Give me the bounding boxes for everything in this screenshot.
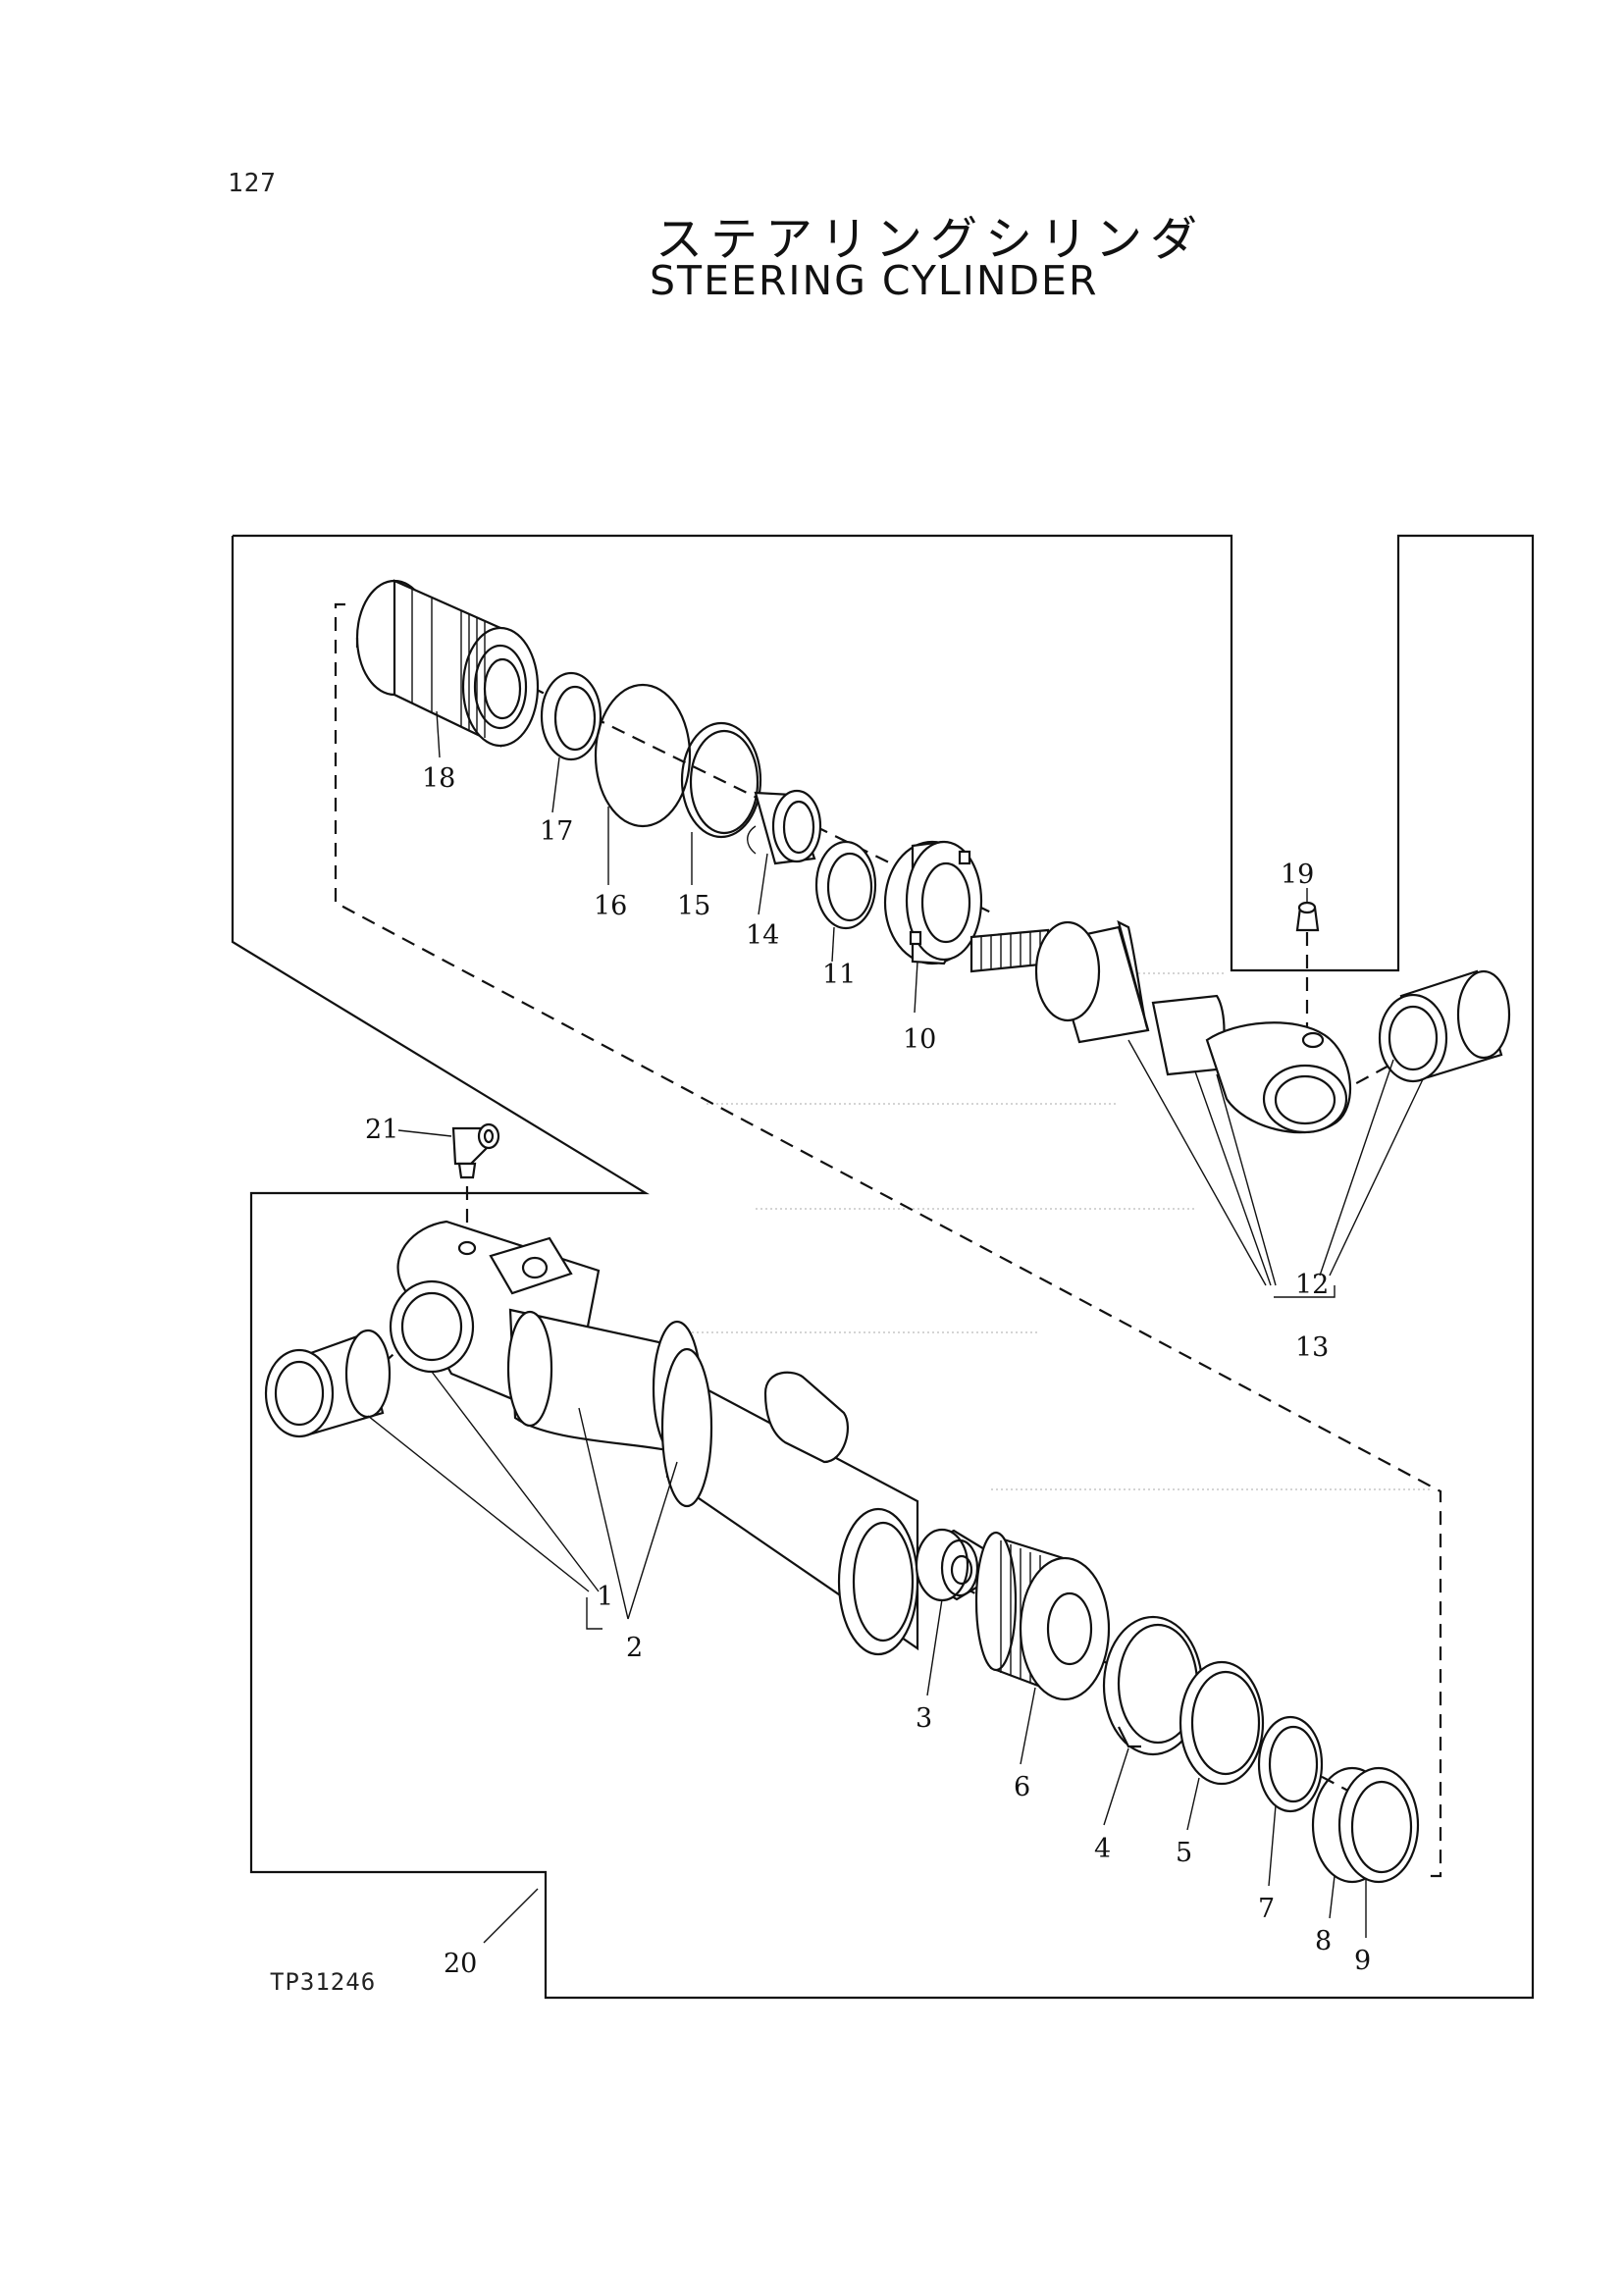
leader-1 [367,1371,600,1592]
backup-ring-15 [680,721,762,839]
title-japanese: ステアリングシリンダ [655,212,1206,267]
callout-19: 19 [1281,860,1314,890]
callout-1: 1 [597,1582,613,1612]
leader-7 [1268,1804,1277,1887]
piston-seal-5 [1179,1660,1265,1786]
bushing-14 [747,789,822,865]
bracket-12-13 [1274,1285,1336,1298]
seal-kit-dashed-bracket [334,602,1442,1878]
grease-fitting-21 [451,1122,500,1179]
drawing-code: TP31246 [270,1968,377,1996]
callout-13: 13 [1295,1332,1329,1363]
callout-14: 14 [746,920,779,951]
callout-20: 20 [444,1949,477,1979]
page-number: 127 [228,169,277,198]
callout-15: 15 [677,891,710,921]
callout-6: 6 [1014,1772,1030,1802]
cylinder-head [355,579,540,748]
leader-10 [914,961,918,1014]
leader-8 [1329,1875,1336,1919]
leader-14 [758,853,768,915]
leader-20 [483,1888,539,1944]
kit-boundary-outline [231,534,1535,2000]
cylinder-tube-2 [389,1220,919,1656]
scan-artifacts [687,972,1433,1490]
leader-18 [436,710,441,758]
title-english: STEERING CYLINDER [650,257,1099,304]
callout-10: 10 [903,1024,936,1055]
callout-11: 11 [822,960,856,990]
leader-21 [397,1129,452,1137]
callout-5: 5 [1176,1838,1192,1868]
leader-5 [1186,1777,1200,1831]
leader-13 [1127,1039,1277,1286]
wiper-ring-9 [1337,1766,1420,1884]
leader-12 [1319,1059,1424,1277]
callout-21: 21 [365,1115,398,1145]
bracket-1 [586,1597,602,1630]
callout-3: 3 [916,1703,932,1734]
callout-16: 16 [594,891,627,921]
piston-6 [974,1531,1111,1701]
callout-9: 9 [1354,1946,1371,1976]
rod-bushing-12 [1378,969,1511,1083]
callout-4: 4 [1094,1834,1111,1864]
callout-17: 17 [540,816,573,847]
leader-17 [551,756,560,813]
o-ring-16 [594,683,692,828]
leader-6 [1020,1687,1036,1765]
piston-rod-13 [969,919,1352,1134]
callout-7: 7 [1258,1894,1275,1924]
callout-2: 2 [626,1633,643,1663]
grease-nipple-19 [1295,901,1320,932]
leader-11 [831,926,835,963]
leader-3 [926,1598,943,1696]
lock-nut-10 [883,840,983,965]
ring-17 [540,671,602,761]
pin-bushing-1 [264,1329,392,1438]
seal-11 [814,840,877,930]
leader-2 [578,1407,678,1620]
callout-8: 8 [1315,1926,1332,1956]
callout-18: 18 [422,763,455,794]
callout-12: 12 [1295,1270,1329,1300]
leader-4 [1103,1747,1129,1826]
seal-ring-7 [1257,1715,1324,1813]
